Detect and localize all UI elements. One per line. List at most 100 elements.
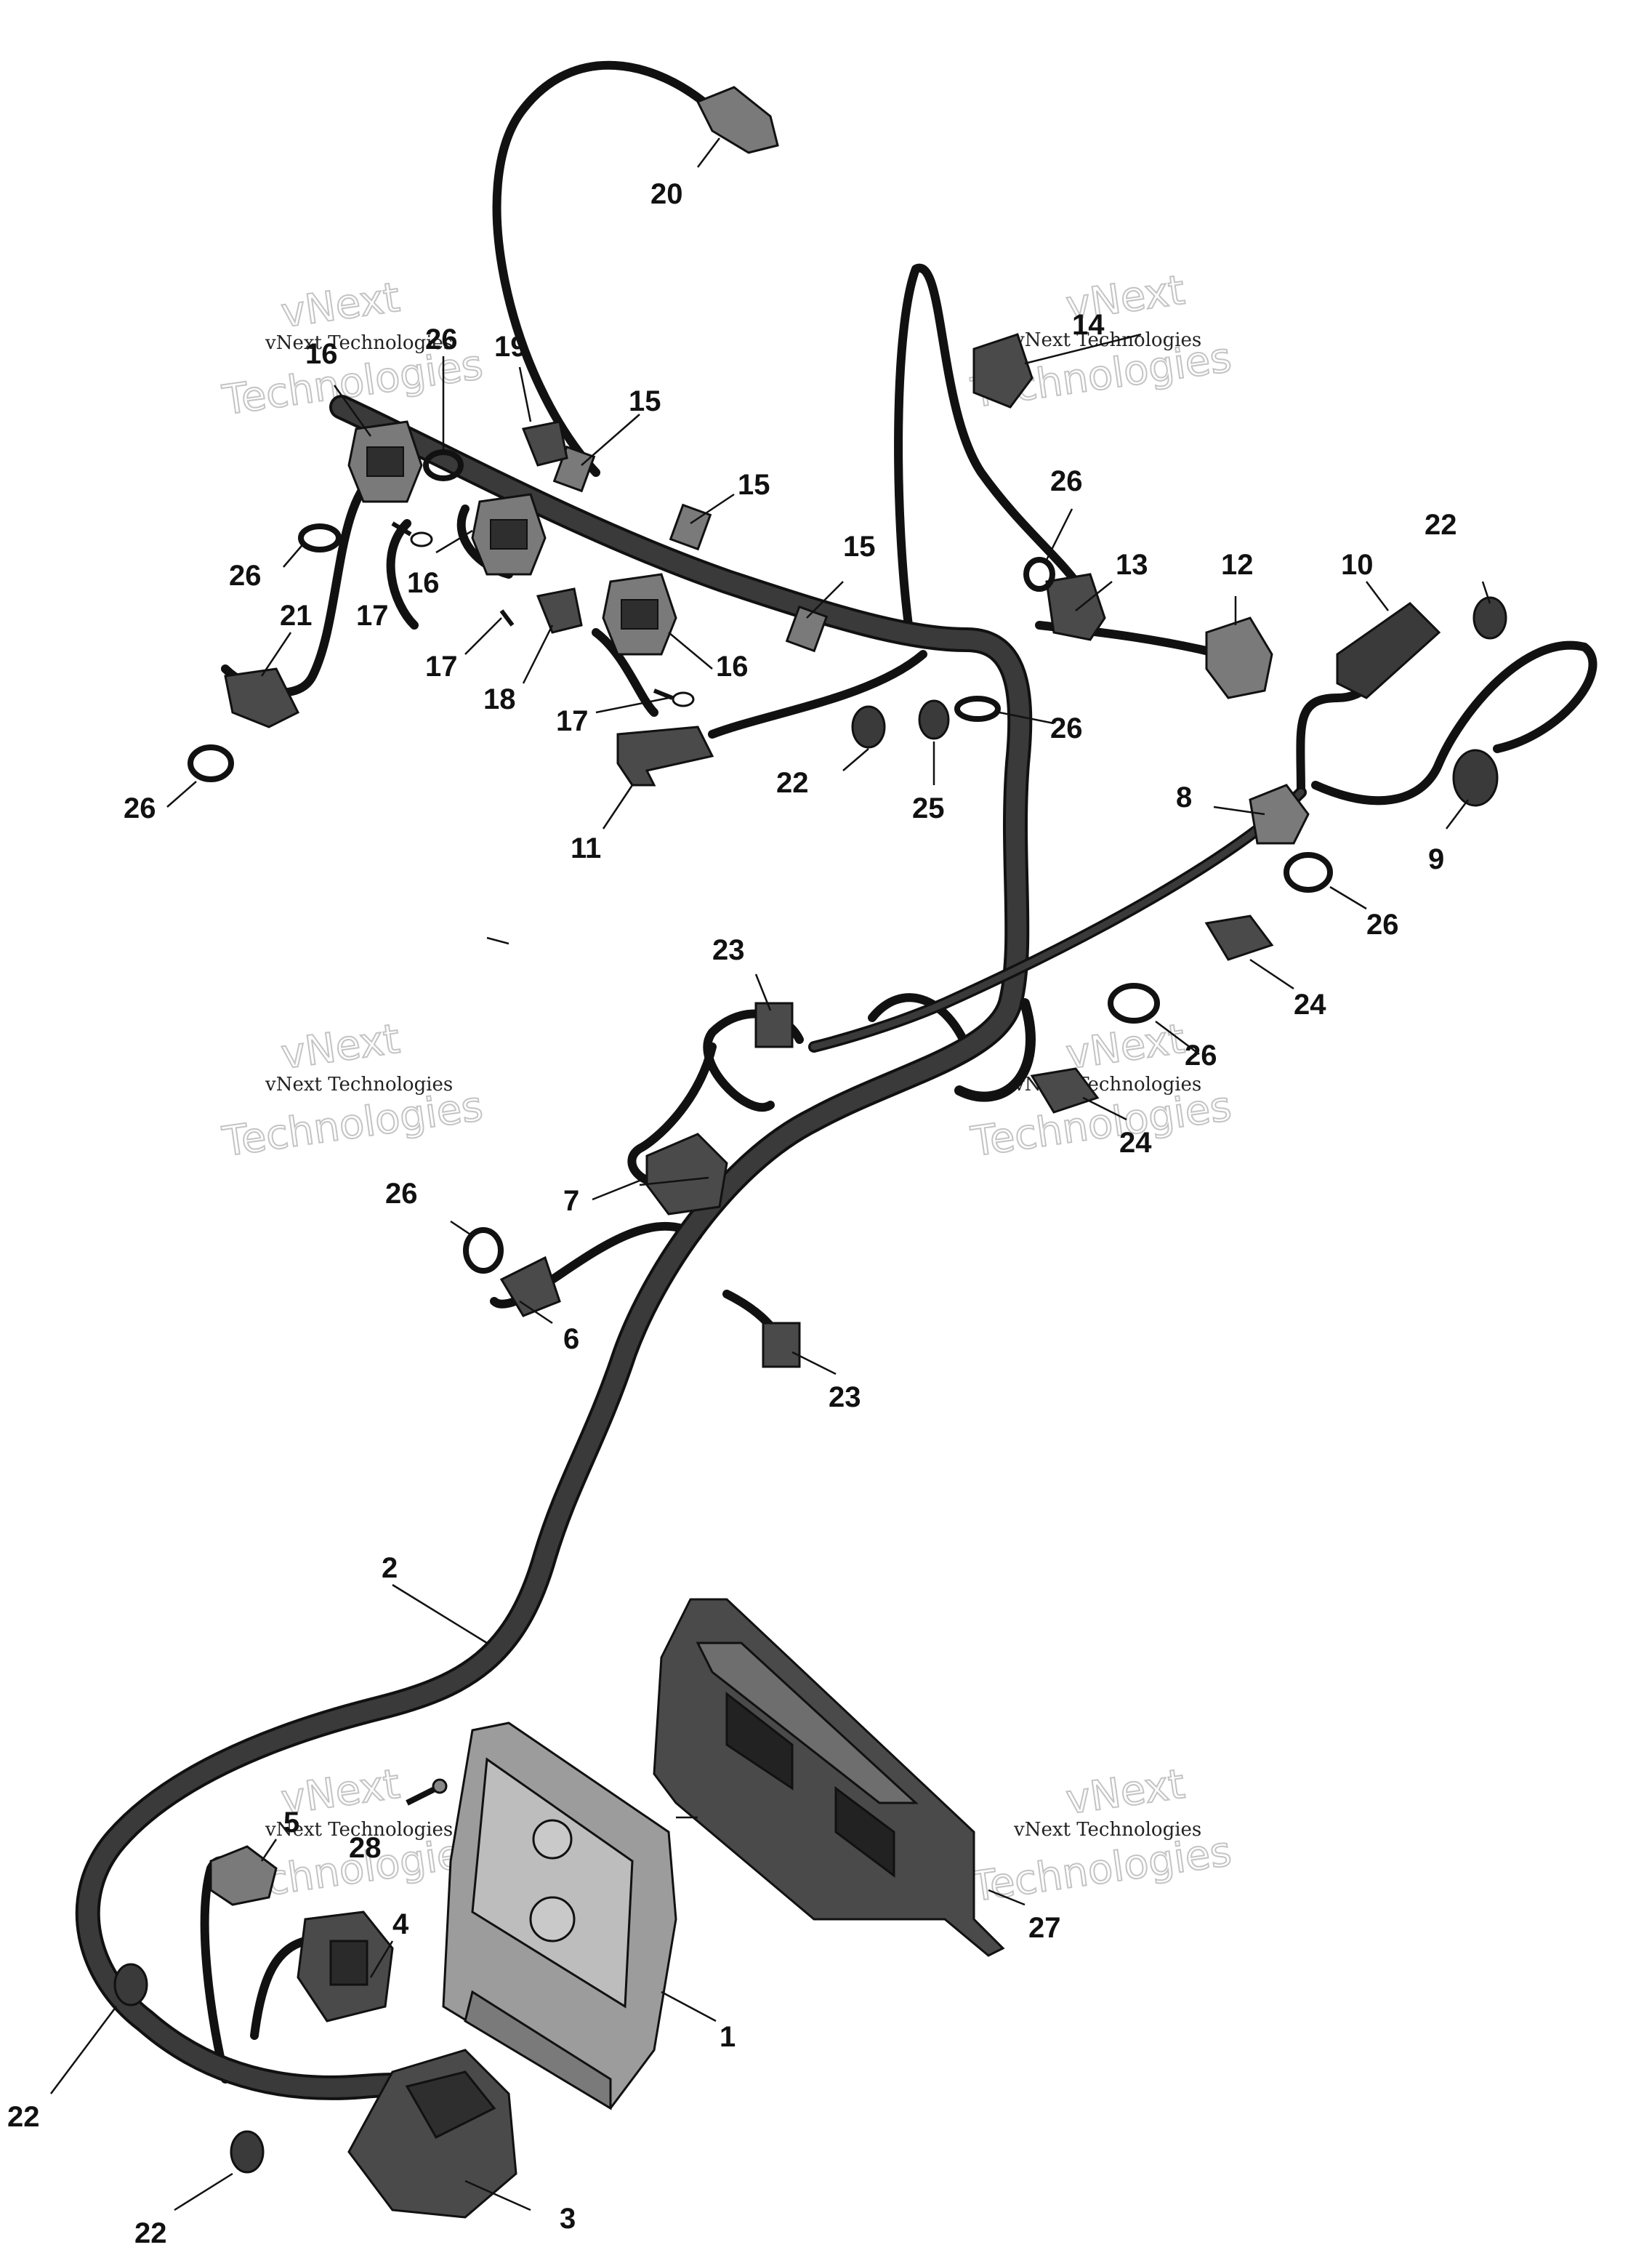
callout-22c: 22 [7,2101,40,2133]
main-harness [75,395,1307,2106]
grommet-22-mid[interactable] [851,705,886,749]
cable-tie-26a[interactable] [423,449,464,481]
ring-terminal-17c[interactable] [653,688,695,707]
sensor-6[interactable] [499,1255,561,1317]
leader-lines [50,137,1491,2211]
injector-clip-15b[interactable] [669,503,712,551]
connector-10[interactable] [1336,602,1441,699]
callout-26a: 26 [425,324,458,355]
callout-22a: 22 [1425,509,1457,541]
callout-18: 18 [483,683,516,715]
callout-13: 13 [1116,549,1148,581]
svg-text:vNext Technologies: vNext Technologies [265,332,453,354]
sensor-9[interactable] [1452,749,1499,807]
callout-26e: 26 [1050,712,1083,744]
callout-22b: 22 [776,767,809,799]
ring-terminal-17b[interactable] [499,609,515,627]
callout-16b: 16 [407,567,440,599]
sensor-11[interactable] [616,726,714,787]
svg-text:vNext: vNext [1063,1016,1188,1079]
engine-control-module[interactable] [442,1721,677,2110]
callout-23a: 23 [712,934,745,966]
cable-tie-26d[interactable] [1023,557,1055,592]
svg-text:vNext Technologies: vNext Technologies [265,1819,453,1841]
connector-20[interactable] [696,86,779,154]
callout-19: 19 [494,331,527,363]
callout-14: 14 [1072,309,1105,341]
callout-20: 20 [650,178,683,210]
connector-8[interactable] [1249,784,1310,845]
callout-26h: 26 [385,1178,418,1210]
grommet-22-bl2[interactable] [230,2130,265,2174]
bolt[interactable] [406,1778,448,1806]
callout-26f: 26 [1366,909,1399,941]
clip-23-upper[interactable] [754,1002,794,1048]
svg-text:vNext: vNext [1063,1761,1188,1824]
callout-12: 12 [1221,549,1254,581]
callout-6: 6 [563,1323,579,1355]
callout-24b: 24 [1119,1127,1152,1159]
fastener-25[interactable] [918,699,950,740]
cable-tie-26e[interactable] [954,696,1001,722]
callout-5: 5 [283,1807,299,1839]
sensor-18[interactable] [536,587,583,634]
watermark-mid-left: vNext Technologies vNext Technologies [219,1015,486,1167]
svg-text:vNext Technologies: vNext Technologies [265,1074,453,1096]
watermark-bottom-right: vNext Technologies vNext Technologies [967,1760,1235,1912]
connector-7[interactable] [645,1133,728,1216]
callout-8: 8 [1176,782,1192,813]
callout-4: 4 [392,1908,409,1940]
cable-tie-26b[interactable] [298,523,342,553]
mounting-bracket[interactable] [653,1598,1005,1957]
clip-24-upper[interactable] [1204,915,1274,961]
grommet-22-bl1[interactable] [113,1963,148,2006]
coil-connector-16a[interactable] [347,420,423,503]
sensor-21[interactable] [224,667,300,728]
callout-2: 2 [382,1552,398,1584]
callout-17b: 17 [425,651,458,683]
cable-tie-26g[interactable] [1108,983,1160,1024]
grommet-22-top[interactable] [1472,596,1507,640]
callout-21: 21 [280,600,313,632]
coil-connector-16c[interactable] [602,573,677,656]
callout-7: 7 [563,1185,579,1217]
connector-4[interactable] [297,1911,394,2022]
callout-15a: 15 [629,385,661,417]
callout-1: 1 [720,2021,736,2053]
svg-text:vNext Technologies: vNext Technologies [1013,329,1201,351]
callout-10: 10 [1341,549,1374,581]
cable-tie-26f[interactable] [1284,852,1333,893]
sensor-5[interactable] [209,1845,278,1906]
callout-labels: 1 2 3 4 5 6 7 8 9 10 11 12 13 14 15 15 1… [7,178,1457,2249]
callout-26b: 26 [229,560,262,592]
ecm-boss-lower [529,1896,576,1942]
ecm-main-connector[interactable] [347,2049,517,2219]
sensor-13[interactable] [1045,573,1106,641]
clip-23-lower[interactable] [762,1322,801,1368]
cable-tie-26c[interactable] [188,744,234,782]
callout-27: 27 [1028,1912,1061,1944]
callout-25: 25 [912,792,945,824]
callout-17a: 17 [356,600,389,632]
callout-3: 3 [560,2203,576,2235]
cable-tie-26h[interactable] [463,1227,504,1274]
callout-26d: 26 [1050,465,1083,497]
callout-17c: 17 [556,705,589,737]
connector-12[interactable] [1205,616,1273,699]
coil-connector-16b[interactable] [471,493,547,576]
connector-14[interactable] [972,333,1033,409]
callout-26g: 26 [1185,1040,1217,1072]
callout-15b: 15 [738,469,770,501]
svg-text:vNext: vNext [278,274,403,337]
callout-11: 11 [571,832,601,864]
ecm-boss-upper [532,1819,573,1860]
callout-26c: 26 [124,792,156,824]
callout-16c: 16 [716,651,749,683]
clip-24-lower[interactable] [1030,1067,1100,1114]
svg-text:vNext Technologies: vNext Technologies [1013,1819,1201,1841]
ring-terminal-17a[interactable] [391,521,433,547]
callout-23b: 23 [829,1381,861,1413]
sensor-19[interactable] [521,420,568,467]
callout-28: 28 [349,1832,382,1864]
